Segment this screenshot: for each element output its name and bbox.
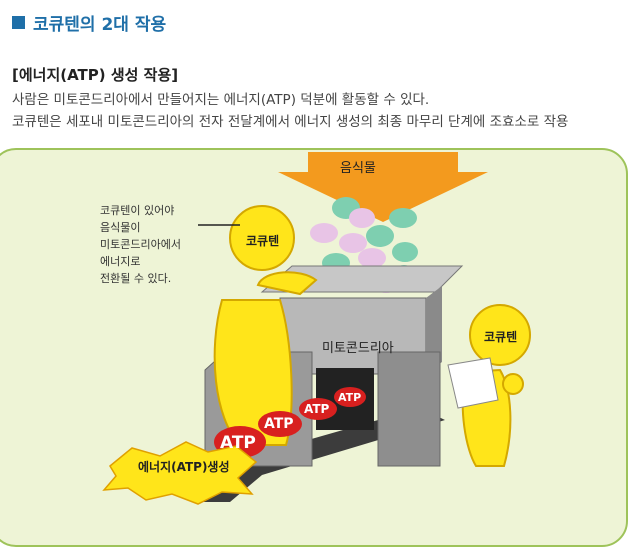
character-left bbox=[213, 205, 318, 446]
energy-label: 에너지(ATP)생성 bbox=[138, 460, 230, 474]
atp-label-4: ATP bbox=[338, 391, 362, 404]
character-right bbox=[447, 304, 531, 467]
description-line-2: 코큐텐은 세포내 미토콘드리아의 전자 전달계에서 에너지 생성의 최종 마무리… bbox=[12, 114, 569, 130]
page-title: 코큐텐의 2대 작용 bbox=[33, 15, 167, 35]
energy-starburst bbox=[102, 441, 258, 505]
clipboard-paper bbox=[447, 357, 499, 409]
diagram-illustration bbox=[102, 152, 531, 505]
section-subtitle: [에너지(ATP) 생성 작용] bbox=[12, 66, 179, 84]
machine-label: 미토콘드리아 bbox=[322, 341, 394, 356]
atp-label-2: ATP bbox=[264, 416, 294, 432]
description-line: 전환될 수 있다. bbox=[100, 272, 172, 285]
page-header: 코큐텐의 2대 작용 bbox=[12, 10, 166, 35]
description-line-1: 사람은 미토콘드리아에서 만들어지는 에너지(ATP) 덕분에 활동할 수 있다… bbox=[12, 92, 430, 108]
description-line: 음식물이 bbox=[100, 221, 141, 234]
description-line: 에너지로 bbox=[100, 255, 141, 268]
food-arrow bbox=[278, 152, 488, 222]
description-block: 코큐텐이 있어야 음식물이 미토콘드리아에서 에너지로 전환될 수 있다. bbox=[100, 202, 181, 287]
atp-label-3: ATP bbox=[304, 402, 330, 416]
description-line: 코큐텐이 있어야 bbox=[100, 204, 175, 217]
atp-label-1: ATP bbox=[220, 433, 256, 453]
character-label-left: 코큐텐 bbox=[246, 234, 280, 248]
food-label: 음식물 bbox=[340, 161, 376, 176]
character-label-right: 코큐텐 bbox=[484, 330, 518, 344]
bullet-square-icon bbox=[12, 16, 25, 29]
description-line: 미토콘드리아에서 bbox=[100, 238, 181, 251]
